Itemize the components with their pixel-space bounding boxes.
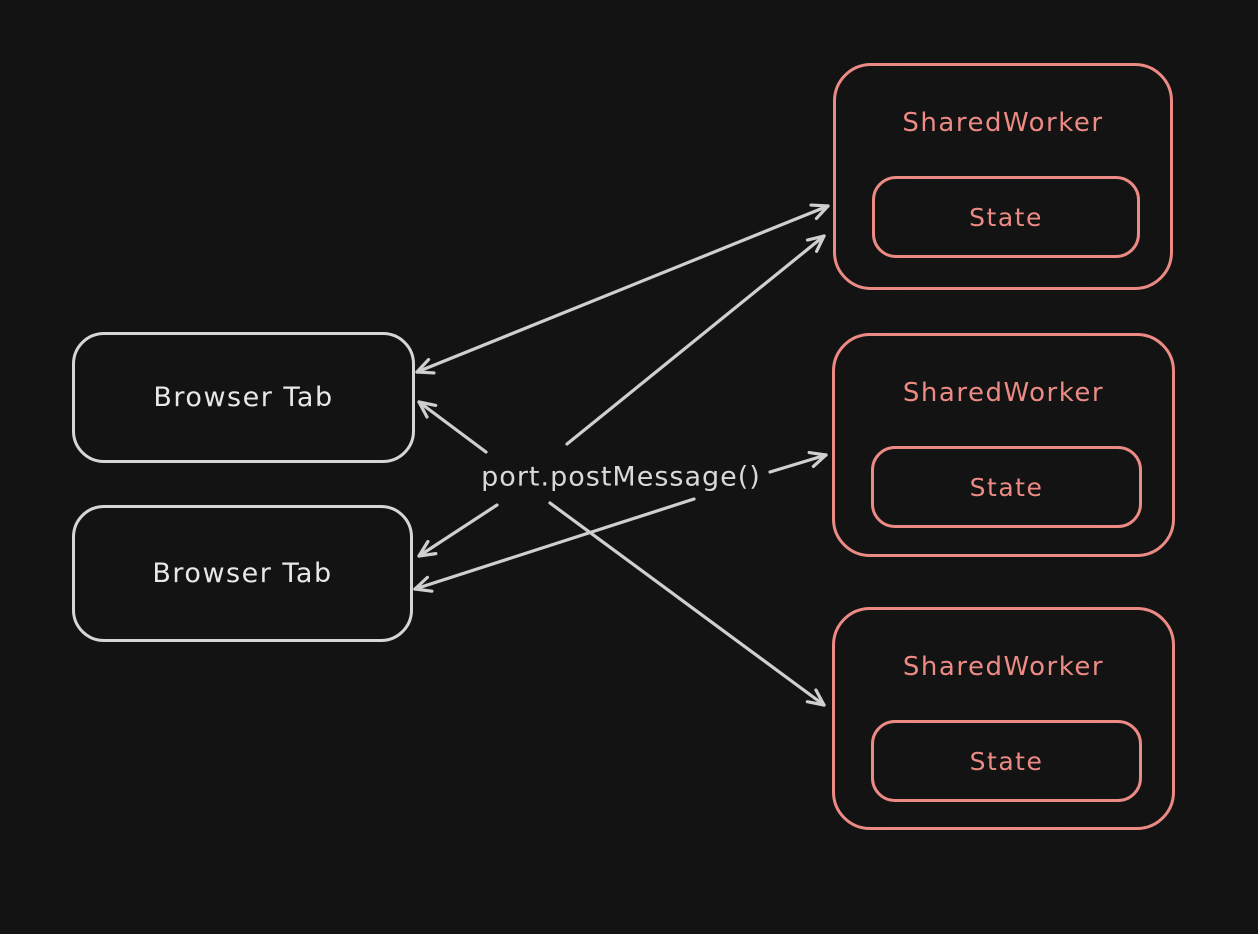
- shared-worker-3-title: SharedWorker: [902, 652, 1105, 682]
- shared-worker-2-state-label: State: [969, 472, 1044, 502]
- browser-tab-2-node: Browser Tab: [72, 505, 413, 642]
- browser-tab-1-label: Browser Tab: [153, 382, 334, 413]
- shared-worker-2-title: SharedWorker: [902, 378, 1105, 408]
- arrow-head: [417, 552, 438, 558]
- shared-worker-2-state-box: State: [871, 446, 1142, 528]
- arrow-head: [814, 688, 826, 707]
- arrow-line: [417, 400, 488, 454]
- arrow-line: [768, 453, 828, 474]
- arrow-head: [809, 203, 830, 208]
- arrow-head: [417, 400, 429, 419]
- arrow-head: [413, 587, 434, 593]
- shared-worker-3-state-box: State: [871, 720, 1142, 802]
- shared-worker-1-state-box: State: [872, 176, 1140, 258]
- arrow-line: [415, 204, 830, 374]
- arrow-line: [548, 501, 826, 707]
- shared-worker-2-node: SharedWorker State: [832, 333, 1175, 557]
- shared-worker-3-state-label: State: [969, 746, 1044, 776]
- arrow-line: [413, 497, 696, 591]
- post-message-label: port.postMessage(): [481, 461, 761, 493]
- arrow-head: [815, 234, 826, 253]
- arrow-head: [814, 204, 830, 221]
- shared-worker-1-state-label: State: [969, 202, 1043, 232]
- browser-tab-1-node: Browser Tab: [72, 332, 415, 463]
- arrow-head: [413, 575, 430, 591]
- browser-tab-2-label: Browser Tab: [152, 558, 333, 589]
- arrow-head: [417, 539, 430, 558]
- arrow-head: [811, 453, 828, 468]
- arrow-line: [417, 503, 499, 558]
- arrow-line: [565, 234, 826, 446]
- arrow-head: [807, 450, 828, 457]
- arrow-head: [417, 400, 438, 407]
- shared-worker-3-node: SharedWorker State: [832, 607, 1175, 830]
- arrow-head: [415, 370, 436, 375]
- shared-worker-1-node: SharedWorker State: [833, 63, 1173, 290]
- arrow-head: [805, 700, 826, 707]
- arrow-head: [415, 357, 431, 374]
- arrow-head: [805, 234, 826, 242]
- shared-worker-1-title: SharedWorker: [902, 108, 1104, 138]
